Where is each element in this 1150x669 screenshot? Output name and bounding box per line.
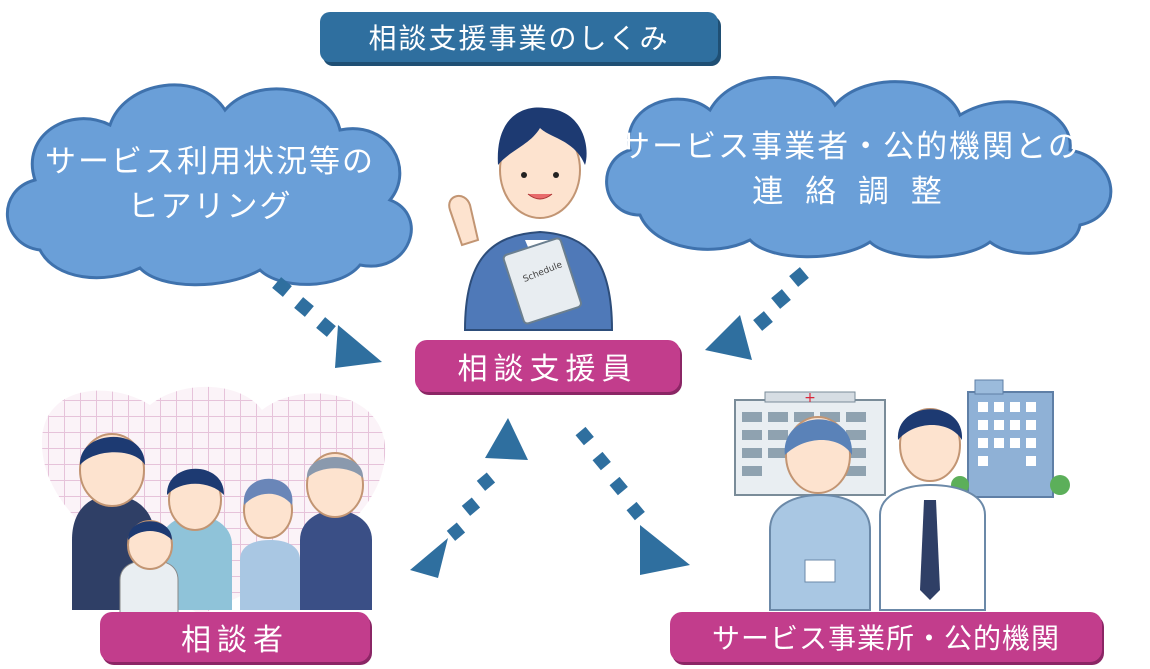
diagram-title: 相談支援事業のしくみ	[320, 12, 718, 62]
right-cloud	[605, 76, 1113, 259]
staff-figures	[769, 408, 986, 611]
left-cloud-line1: サービス利用状況等の	[45, 144, 375, 180]
consultant-label: 相談支援員	[415, 340, 680, 392]
client-label: 相談者	[100, 612, 370, 662]
right-cloud-text: サービス事業者・公的機関との 連 絡 調 整	[600, 125, 1100, 215]
providers-label: サービス事業所・公的機関	[670, 612, 1102, 662]
left-cloud-text: サービス利用状況等の ヒアリング	[20, 140, 400, 230]
arrow-left-cloud-to-consultant	[272, 277, 382, 368]
arrow-right-cloud-to-consultant	[705, 267, 809, 360]
right-cloud-line2: 連 絡 調 整	[752, 173, 948, 210]
arrow-consultant-providers	[575, 426, 690, 575]
arrow-consultant-client	[410, 418, 528, 578]
family-figures	[72, 433, 372, 616]
office-building	[951, 379, 1070, 498]
right-cloud-line1: サービス事業者・公的機関との	[619, 129, 1081, 165]
consultant-figure: Schedule	[448, 107, 614, 331]
left-cloud-line2: ヒアリング	[127, 188, 293, 225]
left-cloud	[6, 83, 413, 287]
svg-text:+: +	[804, 390, 816, 406]
